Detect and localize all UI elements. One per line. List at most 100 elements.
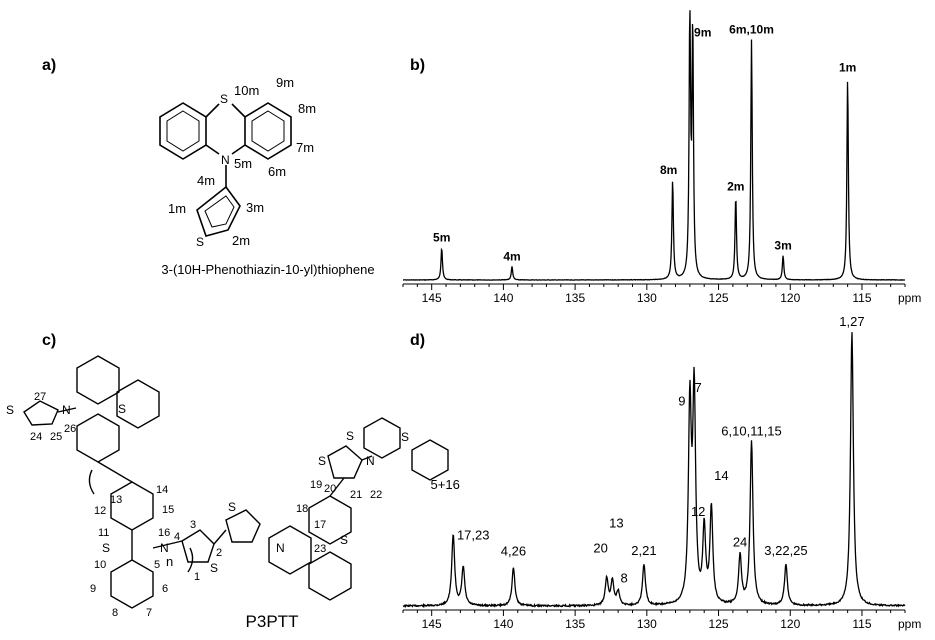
peak-label-5-16: 5+16 — [431, 477, 460, 492]
polymer-atom-n1: N — [62, 403, 71, 417]
polymer-repeat-n: n — [166, 554, 173, 569]
num-24: 24 — [30, 431, 42, 443]
label-5m: 5m — [234, 156, 252, 171]
peak-label-6-10-11-15: 6,10,11,15 — [721, 424, 781, 439]
polymer-atom-s8: S — [401, 430, 409, 444]
num-27: 27 — [34, 391, 46, 403]
benzene-inner-left — [166, 110, 200, 152]
label-7m: 7m — [296, 140, 314, 155]
polymer-atom-s3: S — [102, 541, 110, 555]
tick-label-115: 115 — [852, 617, 871, 631]
num-2: 2 — [216, 547, 222, 559]
num-19: 19 — [310, 479, 322, 491]
peak-label-2-21: 2,21 — [631, 543, 656, 558]
ring-tr-left — [363, 417, 401, 459]
label-9m: 9m — [276, 75, 294, 90]
polymer-atom-s7: S — [318, 454, 326, 468]
bond-s-left — [205, 103, 220, 118]
num-18: 18 — [296, 503, 308, 515]
num-12: 12 — [94, 505, 106, 517]
peak-label-1m: 1m — [839, 61, 856, 75]
peak-label-9: 9 — [678, 393, 685, 408]
peak-label-8: 8 — [621, 570, 628, 585]
tick-label-130: 130 — [637, 291, 657, 305]
spectrum-b-ticks: 145 140 135 130 125 120 115 — [402, 284, 906, 305]
peak-label-1-27: 1,27 — [839, 314, 864, 329]
polymer-atom-s4: S — [210, 561, 218, 575]
ring-right-bottom — [308, 551, 352, 601]
tick-label-135: 135 — [565, 291, 585, 305]
tick-label-130: 130 — [637, 617, 657, 631]
ring-tr-right — [411, 439, 449, 481]
peak-label-14: 14 — [714, 468, 728, 483]
polymer-atom-s1: S — [6, 403, 14, 417]
num-9: 9 — [90, 583, 96, 595]
peak-label-3-22-25: 3,22,25 — [764, 543, 807, 558]
polymer-atom-s6: S — [340, 533, 348, 547]
thiophene-19-22 — [327, 445, 363, 479]
peak-label-5m: 5m — [433, 231, 450, 245]
spectrum-d-trace — [402, 332, 906, 609]
ring-tl-bottom — [76, 413, 120, 463]
thiophene-24-27 — [23, 400, 59, 426]
num-22: 22 — [370, 489, 382, 501]
label-3m: 3m — [246, 200, 264, 215]
peak-label-4-26: 4,26 — [501, 544, 526, 559]
polymer-atom-s9: S — [346, 429, 354, 443]
num-5: 5 — [154, 559, 160, 571]
spectrum-d-axis-unit: ppm — [898, 617, 921, 631]
num-21: 21 — [350, 489, 362, 501]
label-6m: 6m — [268, 164, 286, 179]
label-8m: 8m — [298, 101, 316, 116]
num-6: 6 — [162, 583, 168, 595]
polymer-structure — [23, 355, 449, 609]
num-17: 17 — [314, 519, 326, 531]
num-20: 20 — [324, 483, 336, 495]
tick-label-120: 120 — [780, 291, 800, 305]
peak-label-7m: 7m — [681, 0, 698, 1]
ring-right-top — [308, 495, 352, 545]
tick-label-135: 135 — [565, 617, 585, 631]
tick-label-140: 140 — [493, 291, 513, 305]
peak-label-8m: 8m — [660, 163, 677, 177]
polymer-name: P3PTT — [246, 612, 299, 631]
thiophene-ring — [196, 185, 241, 237]
num-15: 15 — [162, 504, 174, 516]
tick-label-115: 115 — [852, 291, 871, 305]
tick-label-145: 145 — [422, 617, 442, 631]
tick-label-125: 125 — [709, 617, 729, 631]
num-23: 23 — [314, 543, 326, 555]
ring-mid-top — [110, 481, 154, 531]
peak-label-3m: 3m — [774, 239, 791, 253]
polymer-atom-s5: S — [228, 500, 236, 514]
label-2m: 2m — [232, 233, 250, 248]
bond-n-left — [205, 144, 220, 155]
atom-s-phenothiazine: S — [220, 92, 228, 106]
tick-label-125: 125 — [709, 291, 729, 305]
thiophene-inner — [204, 195, 235, 228]
peak-label-6m-10m: 6m,10m — [729, 23, 774, 37]
num-8: 8 — [112, 607, 118, 619]
atom-n-phenothiazine: N — [221, 153, 230, 167]
polymer-atom-n3: N — [276, 541, 285, 555]
peak-label-12: 12 — [691, 504, 705, 519]
peak-label-4m: 4m — [503, 250, 520, 264]
tick-label-120: 120 — [780, 617, 800, 631]
tick-label-145: 145 — [422, 291, 442, 305]
panel-label-a: a) — [42, 57, 56, 74]
benzene-inner-right — [251, 110, 285, 152]
spectrum-b-trace — [403, 10, 905, 281]
num-3: 3 — [190, 519, 196, 531]
num-7: 7 — [146, 607, 152, 619]
panel-label-c: c) — [42, 332, 56, 349]
panel-label-d: d) — [410, 332, 425, 349]
num-14: 14 — [156, 484, 168, 496]
num-26: 26 — [64, 423, 76, 435]
num-1: 1 — [194, 571, 200, 583]
peak-label-24: 24 — [733, 535, 747, 550]
polymer-atom-s2: S — [118, 402, 126, 416]
thiophene-1-4 — [181, 529, 215, 563]
label-4m: 4m — [197, 173, 215, 188]
